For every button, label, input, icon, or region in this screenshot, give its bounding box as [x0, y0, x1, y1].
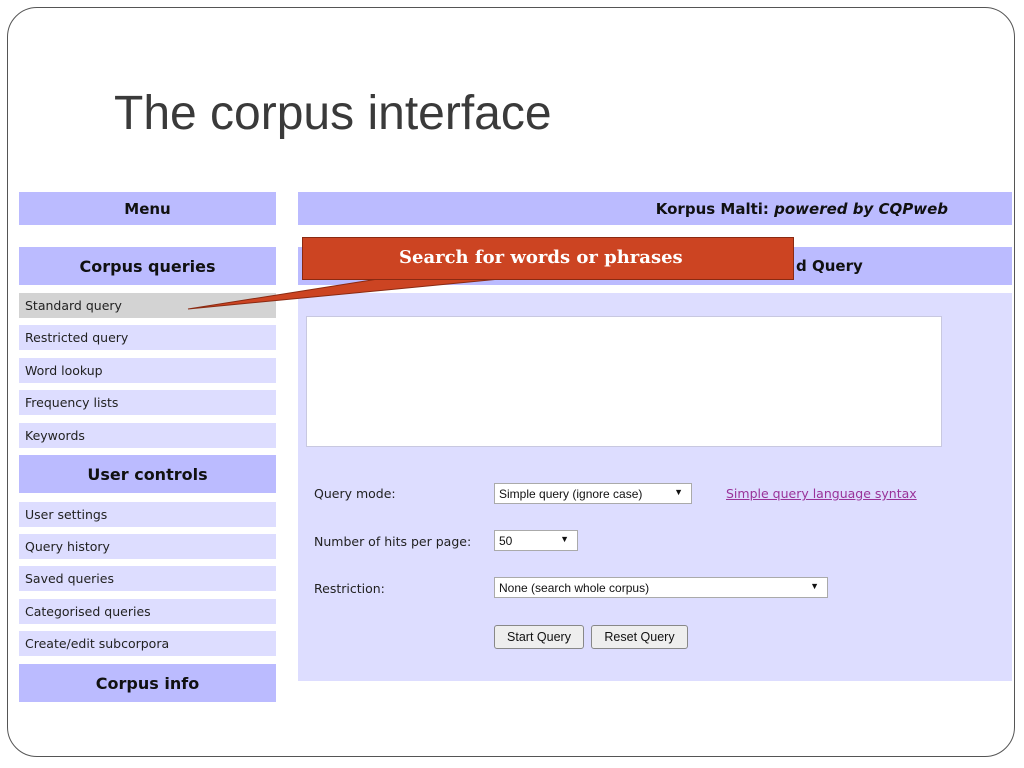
corpus-info-header: Corpus info: [19, 664, 276, 702]
sidebar-item-keywords[interactable]: Keywords: [19, 423, 276, 448]
sidebar-item-frequency-lists[interactable]: Frequency lists: [19, 390, 276, 415]
sidebar-item-categorised-queries[interactable]: Categorised queries: [19, 599, 276, 624]
sidebar-item-query-history[interactable]: Query history: [19, 534, 276, 559]
sidebar-item-saved-queries[interactable]: Saved queries: [19, 566, 276, 591]
corpus-queries-header: Corpus queries: [19, 247, 276, 285]
sidebar-item-user-settings[interactable]: User settings: [19, 502, 276, 527]
sidebar-item-create-edit-subcorpora[interactable]: Create/edit subcorpora: [19, 631, 276, 656]
dropdown-arrow-icon: ▼: [810, 581, 819, 591]
start-query-button[interactable]: Start Query: [494, 625, 584, 649]
dropdown-arrow-icon: ▼: [674, 487, 683, 497]
slide-title: The corpus interface: [114, 87, 552, 140]
restriction-value: None (search whole corpus): [499, 580, 650, 595]
hits-per-page-select[interactable]: 50 ▼: [494, 530, 578, 551]
query-input[interactable]: [306, 316, 942, 447]
corpus-name: Korpus Malti:: [655, 199, 775, 218]
query-mode-select[interactable]: Simple query (ignore case) ▼: [494, 483, 692, 504]
query-mode-value: Simple query (ignore case): [499, 486, 643, 501]
syntax-help-link[interactable]: Simple query language syntax: [726, 486, 917, 501]
menu-header: Menu: [19, 192, 276, 225]
corpus-title-header: Korpus Malti: powered by CQPweb: [298, 192, 1012, 225]
user-controls-header: User controls: [19, 455, 276, 493]
hits-per-page-label: Number of hits per page:: [314, 534, 472, 549]
slide-frame: [7, 7, 1015, 757]
restriction-label: Restriction:: [314, 581, 385, 596]
reset-query-button[interactable]: Reset Query: [591, 625, 688, 649]
sidebar-item-standard-query[interactable]: Standard query: [19, 293, 276, 318]
powered-by: powered by CQPweb: [774, 199, 948, 218]
restriction-select[interactable]: None (search whole corpus) ▼: [494, 577, 828, 598]
callout-box: Search for words or phrases: [302, 237, 794, 280]
sidebar-item-restricted-query[interactable]: Restricted query: [19, 325, 276, 350]
hits-per-page-value: 50: [499, 533, 513, 548]
dropdown-arrow-icon: ▼: [560, 534, 569, 544]
query-mode-label: Query mode:: [314, 486, 396, 501]
sidebar-item-word-lookup[interactable]: Word lookup: [19, 358, 276, 383]
